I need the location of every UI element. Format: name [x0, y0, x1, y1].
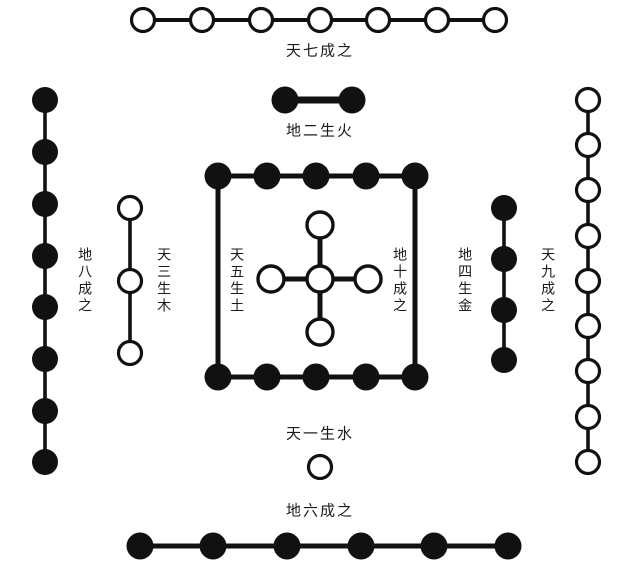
yin-dot — [271, 86, 299, 114]
yang-dot — [574, 267, 602, 295]
yin-dot — [32, 449, 58, 475]
yang-dot — [574, 312, 602, 340]
group-bottom-one-dot — [306, 453, 334, 481]
yin-dot — [204, 162, 232, 190]
yang-dot — [116, 267, 144, 295]
yin-dot — [302, 363, 330, 391]
yang-dot — [129, 6, 157, 34]
yang-dot — [364, 6, 392, 34]
yin-dot — [347, 532, 375, 560]
group-right-nine-dots — [574, 86, 602, 476]
group-bottom-six-dots — [126, 532, 522, 560]
yin-dot — [253, 363, 281, 391]
yin-dot — [199, 532, 227, 560]
label-right-four: 地四生金 — [456, 247, 473, 315]
label-center-ten: 地十成之 — [391, 247, 408, 315]
yang-dot — [306, 6, 334, 34]
yin-dot — [420, 532, 448, 560]
label-bottom-six: 地六成之 — [285, 501, 355, 520]
yang-dot — [423, 6, 451, 34]
group-top-seven-dots — [129, 6, 509, 34]
yin-dot — [491, 246, 517, 272]
yin-dot — [273, 532, 301, 560]
yang-dot — [116, 339, 144, 367]
group-left-three-dots — [116, 194, 144, 367]
yang-dot — [305, 210, 335, 240]
yang-dot — [481, 6, 509, 34]
yin-dot — [401, 363, 429, 391]
yang-dot — [116, 194, 144, 222]
yang-dot — [305, 317, 335, 347]
label-left-eight: 地八成之 — [76, 247, 93, 315]
yang-dot — [574, 448, 602, 476]
yin-dot — [32, 191, 58, 217]
yin-dot — [491, 297, 517, 323]
yin-dot — [32, 294, 58, 320]
yang-dot — [247, 6, 275, 34]
yin-dot — [338, 86, 366, 114]
yang-dot — [256, 264, 286, 294]
group-right-four-dots — [491, 195, 517, 373]
group-center-ten-rectangle — [204, 162, 429, 391]
yin-dot — [302, 162, 330, 190]
yin-dot — [204, 363, 232, 391]
yang-dot — [188, 6, 216, 34]
yin-dot — [494, 532, 522, 560]
yin-dot — [32, 243, 58, 269]
yin-dot — [491, 347, 517, 373]
label-top-seven: 天七成之 — [285, 41, 355, 60]
yang-dot — [574, 86, 602, 114]
yin-dot — [32, 398, 58, 424]
label-center-five: 天五生土 — [228, 247, 245, 315]
label-bottom-one: 天一生水 — [285, 424, 355, 443]
yin-dot — [401, 162, 429, 190]
yin-dot — [32, 346, 58, 372]
yin-dot — [32, 139, 58, 165]
yang-dot — [353, 264, 383, 294]
yin-dot — [253, 162, 281, 190]
group-left-eight-dots — [32, 87, 58, 475]
yin-dot — [126, 532, 154, 560]
yang-dot — [574, 403, 602, 431]
yin-dot — [491, 195, 517, 221]
group-center-five-cross — [256, 210, 383, 347]
label-left-three: 天三生木 — [155, 247, 172, 315]
yang-dot — [574, 176, 602, 204]
label-right-nine: 天九成之 — [539, 247, 556, 315]
yang-dot — [574, 131, 602, 159]
yang-dot — [574, 357, 602, 385]
yang-dot — [305, 264, 335, 294]
yin-dot — [32, 87, 58, 113]
yang-dot — [306, 453, 334, 481]
yin-dot — [352, 363, 380, 391]
yin-dot — [352, 162, 380, 190]
label-top-two: 地二生火 — [285, 121, 355, 140]
group-top-two-dots — [271, 86, 366, 114]
yang-dot — [574, 222, 602, 250]
